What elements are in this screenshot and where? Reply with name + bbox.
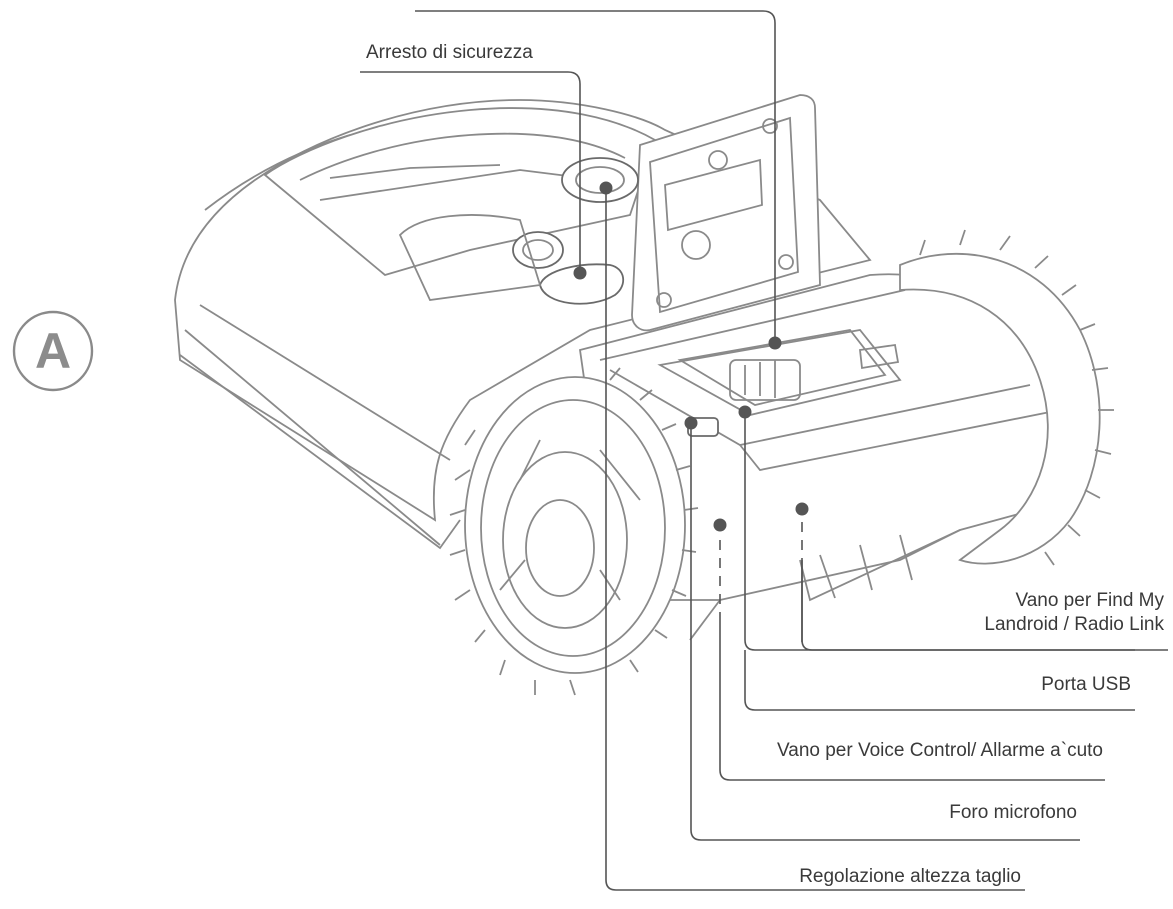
label-microphone: Foro microfono: [949, 802, 1077, 823]
badge-letter: A: [34, 323, 72, 379]
badge-a: [12, 310, 94, 392]
label-cut-height: Regolazione altezza taglio: [799, 866, 1021, 887]
rear-wheel: [899, 229, 1114, 566]
mower-body: [174, 94, 1071, 641]
front-wheel: [449, 367, 699, 696]
callout-leaders: [360, 10, 1135, 891]
label-usb-port: Porta USB: [1041, 674, 1131, 695]
label-voice-control: Vano per Voice Control/ Allarme a`cuto: [777, 740, 1103, 761]
find-my-leader-line: [801, 560, 813, 651]
label-find-my-line1: Vano per Find My: [1015, 590, 1164, 611]
label-safety-stop: Arresto di sicurezza: [366, 42, 533, 63]
label-find-my-line2: Landroid / Radio Link: [984, 614, 1164, 635]
